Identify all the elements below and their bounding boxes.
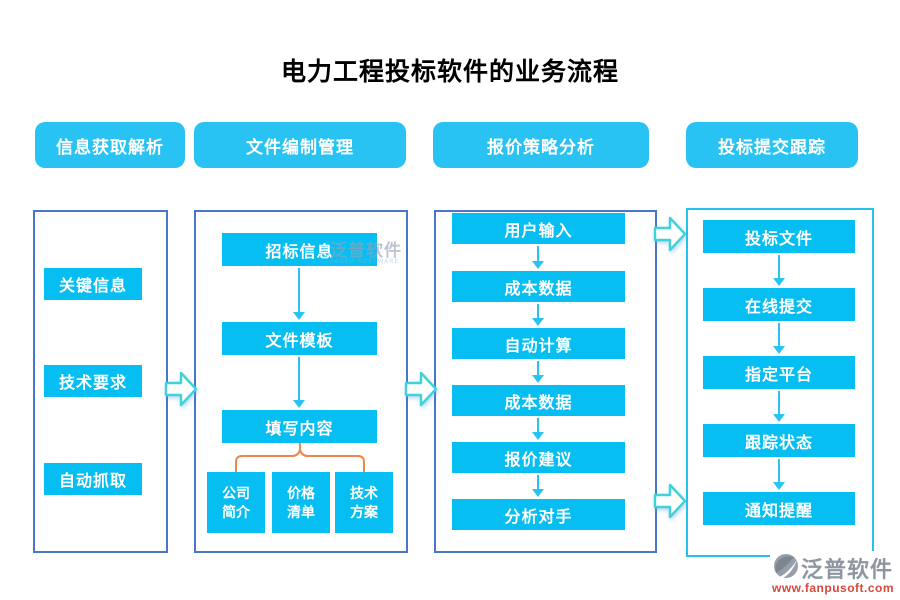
node-key-info: 关键信息 bbox=[44, 268, 142, 300]
node-tech-plan: 技术方案 bbox=[335, 472, 393, 533]
flow-arrow-right-icon bbox=[653, 480, 687, 527]
down-arrow-icon bbox=[293, 268, 305, 320]
page-title: 电力工程投标软件的业务流程 bbox=[280, 58, 619, 86]
flow-arrow-right-icon bbox=[404, 368, 438, 415]
node-user-input: 用户输入 bbox=[452, 213, 625, 244]
down-arrow-icon bbox=[532, 475, 544, 497]
node-analyze-competitors: 分析对手 bbox=[452, 499, 625, 530]
tab-info-acquisition: 信息获取解析 bbox=[35, 122, 185, 168]
node-label: 技术方案 bbox=[350, 484, 378, 520]
down-arrow-icon bbox=[532, 304, 544, 326]
fanpu-logo: 泛普软件 www.fanpusoft.com bbox=[770, 551, 900, 598]
node-label: 价格清单 bbox=[287, 484, 315, 520]
down-arrow-icon bbox=[773, 391, 785, 422]
tab-document-management: 文件编制管理 bbox=[194, 122, 406, 168]
node-price-list: 价格清单 bbox=[272, 472, 330, 533]
down-arrow-icon bbox=[773, 459, 785, 490]
node-track-status: 跟踪状态 bbox=[703, 424, 855, 457]
down-arrow-icon bbox=[532, 246, 544, 269]
node-file-template: 文件模板 bbox=[222, 322, 377, 355]
down-arrow-icon bbox=[532, 418, 544, 440]
flow-arrow-right-icon bbox=[164, 368, 198, 415]
down-arrow-icon bbox=[293, 357, 305, 408]
fanpu-logo-icon bbox=[774, 554, 798, 578]
tab-bid-tracking: 投标提交跟踪 bbox=[686, 122, 858, 168]
tab-quote-strategy: 报价策略分析 bbox=[433, 122, 649, 168]
down-arrow-icon bbox=[773, 255, 785, 286]
logo-name: 泛普软件 bbox=[801, 557, 894, 582]
down-arrow-icon bbox=[773, 323, 785, 354]
flow-arrow-right-icon bbox=[653, 213, 687, 260]
node-cost-data-2: 成本数据 bbox=[452, 385, 625, 416]
node-tender-info: 招标信息 bbox=[222, 233, 377, 266]
node-online-submit: 在线提交 bbox=[703, 288, 855, 321]
node-quote-suggestion: 报价建议 bbox=[452, 442, 625, 473]
down-arrow-icon bbox=[532, 361, 544, 383]
node-company-profile: 公司简介 bbox=[207, 472, 265, 533]
node-tech-requirements: 技术要求 bbox=[44, 365, 142, 397]
node-designated-platform: 指定平台 bbox=[703, 356, 855, 389]
node-auto-calc: 自动计算 bbox=[452, 328, 625, 359]
node-notification: 通知提醒 bbox=[703, 492, 855, 525]
node-fill-content: 填写内容 bbox=[222, 410, 377, 443]
node-cost-data-1: 成本数据 bbox=[452, 271, 625, 302]
node-bid-file: 投标文件 bbox=[703, 220, 855, 253]
node-auto-capture: 自动抓取 bbox=[44, 463, 142, 495]
node-label: 公司简介 bbox=[222, 484, 250, 520]
panel-quote-strategy bbox=[434, 210, 657, 553]
logo-url: www.fanpusoft.com bbox=[772, 581, 895, 595]
branch-connector bbox=[200, 443, 400, 473]
